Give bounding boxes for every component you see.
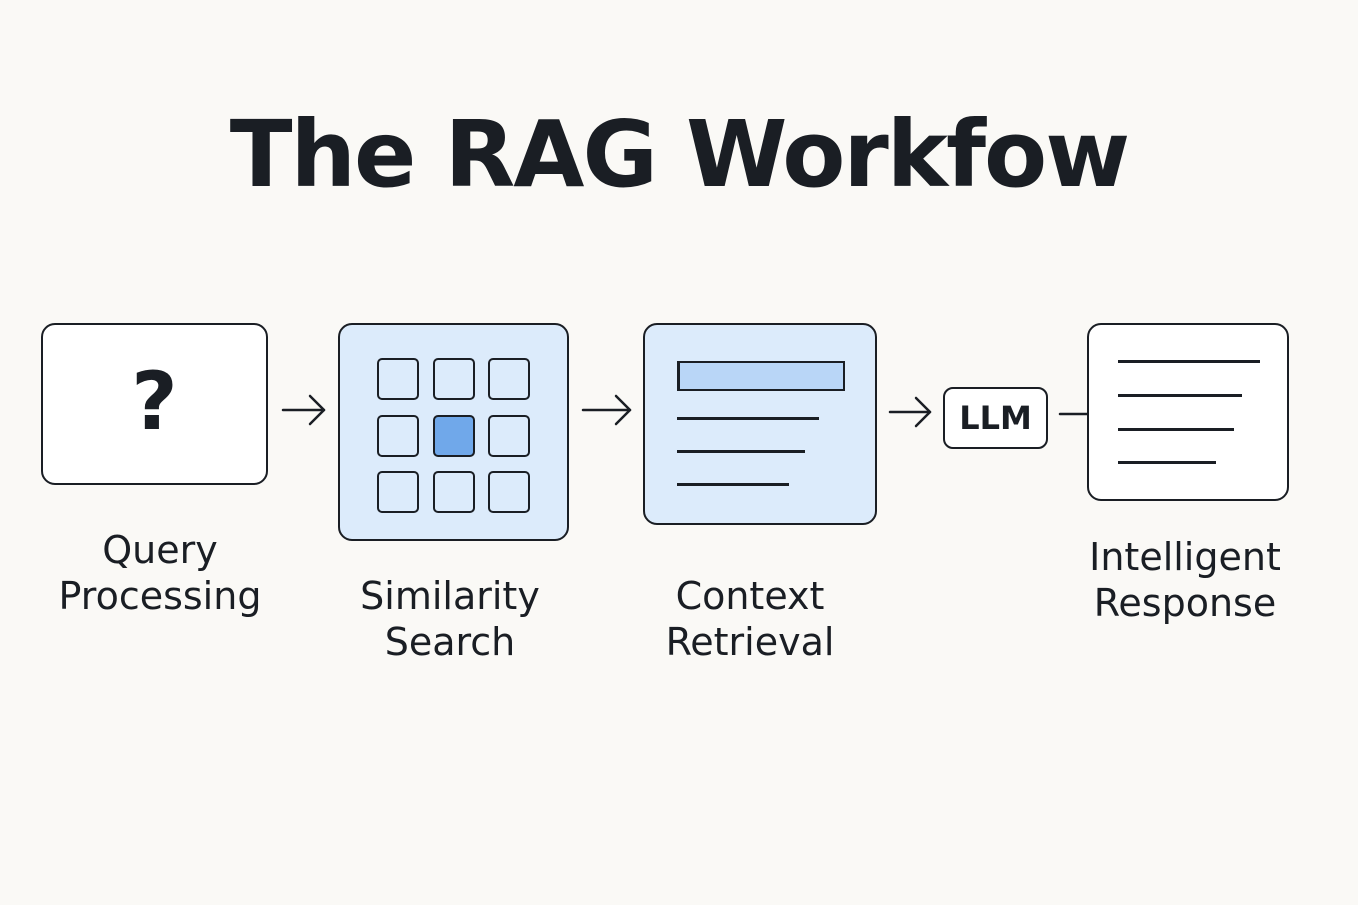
grid-cell — [433, 471, 475, 513]
question-mark-icon: ? — [131, 354, 178, 448]
context-retrieval-box — [643, 323, 877, 525]
arrow-context-to-llm — [888, 396, 932, 428]
similarity-search-label: Similarity Search — [360, 574, 540, 664]
text-line — [1118, 428, 1234, 431]
text-line — [677, 450, 805, 453]
context-retrieval-label: Context Retrieval — [665, 574, 835, 664]
grid-cell — [488, 358, 530, 400]
intelligent-response-label: Intelligent Response — [1089, 535, 1281, 625]
grid-cell — [433, 358, 475, 400]
grid-cell-highlighted — [433, 415, 475, 457]
grid-cell — [377, 471, 419, 513]
grid-cell — [488, 471, 530, 513]
diagram-title: The RAG Workfow — [229, 101, 1130, 208]
text-line — [677, 417, 819, 420]
query-processing-label: Query Processing — [58, 528, 262, 618]
text-line — [1118, 394, 1242, 397]
intelligent-response-box — [1087, 323, 1289, 501]
llm-box: LLM — [943, 387, 1048, 449]
grid-cell — [377, 358, 419, 400]
highlighted-passage — [677, 361, 845, 391]
similarity-search-box — [338, 323, 569, 541]
text-line — [1118, 360, 1260, 363]
grid-cell — [377, 415, 419, 457]
arrow-similarity-to-context — [581, 394, 632, 426]
query-processing-box: ? — [41, 323, 268, 485]
text-line — [1118, 461, 1216, 464]
arrow-query-to-similarity — [281, 394, 326, 426]
text-line — [677, 483, 789, 486]
grid-cell — [488, 415, 530, 457]
